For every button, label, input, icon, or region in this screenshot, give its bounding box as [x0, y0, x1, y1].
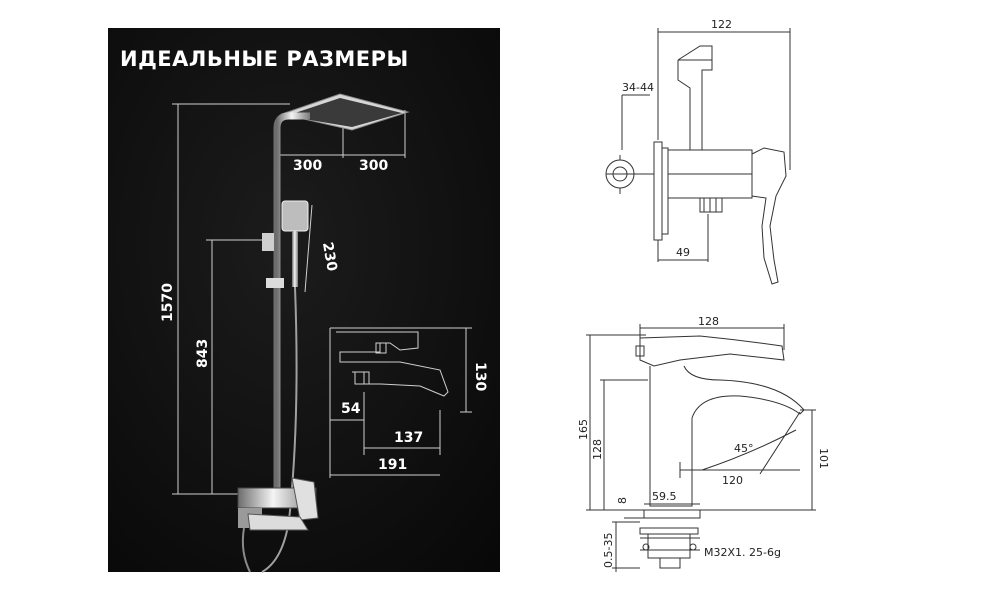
- bidet-mixer-drawing: [605, 28, 791, 285]
- total-height-label: 1570: [160, 283, 176, 322]
- spout-height-label: 130: [472, 362, 488, 391]
- basin-spout-height-label: 101: [817, 448, 830, 469]
- basin-total-width-label: 128: [698, 315, 719, 328]
- spout-inset: [336, 331, 449, 397]
- bidet-body-length-label: 49: [676, 246, 690, 259]
- head-width-left-label: 300: [293, 158, 322, 174]
- spout-total-label: 191: [378, 457, 407, 473]
- panel-title: ИДЕАЛЬНЫЕ РАЗМЕРЫ: [120, 47, 409, 71]
- hand-shower-length-label: 230: [319, 241, 340, 273]
- spout-reach-label: 137: [394, 430, 423, 446]
- shower-system-panel: 300 300 230 1570 843 130 54 137 191: [108, 28, 500, 573]
- basin-spout-angle-label: 45°: [734, 442, 754, 455]
- basin-mixer-drawing: [586, 324, 816, 572]
- head-width-right-label: 300: [359, 158, 388, 174]
- basin-mount-range-label: 0.5-35: [602, 533, 615, 568]
- basin-base-width-label: 59.5: [652, 490, 677, 503]
- bidet-total-width-label: 122: [711, 18, 732, 31]
- basin-total-height-label: 165: [577, 419, 590, 440]
- shower-dimension-lines: [172, 103, 472, 495]
- shower-arm: [273, 112, 310, 495]
- bidet-wall-range-label: 34-44: [622, 81, 654, 94]
- spout-offset-label: 54: [341, 401, 361, 417]
- basin-base-thickness-label: 8: [616, 497, 629, 504]
- basin-body-height-label: 128: [591, 439, 604, 460]
- mixer-height-label: 843: [195, 339, 211, 368]
- shower-system-illustration: [237, 93, 449, 573]
- basin-thread-label: M32X1. 25-6g: [704, 546, 781, 559]
- hand-shower: [281, 200, 309, 232]
- basin-spout-reach-label: 120: [722, 474, 743, 487]
